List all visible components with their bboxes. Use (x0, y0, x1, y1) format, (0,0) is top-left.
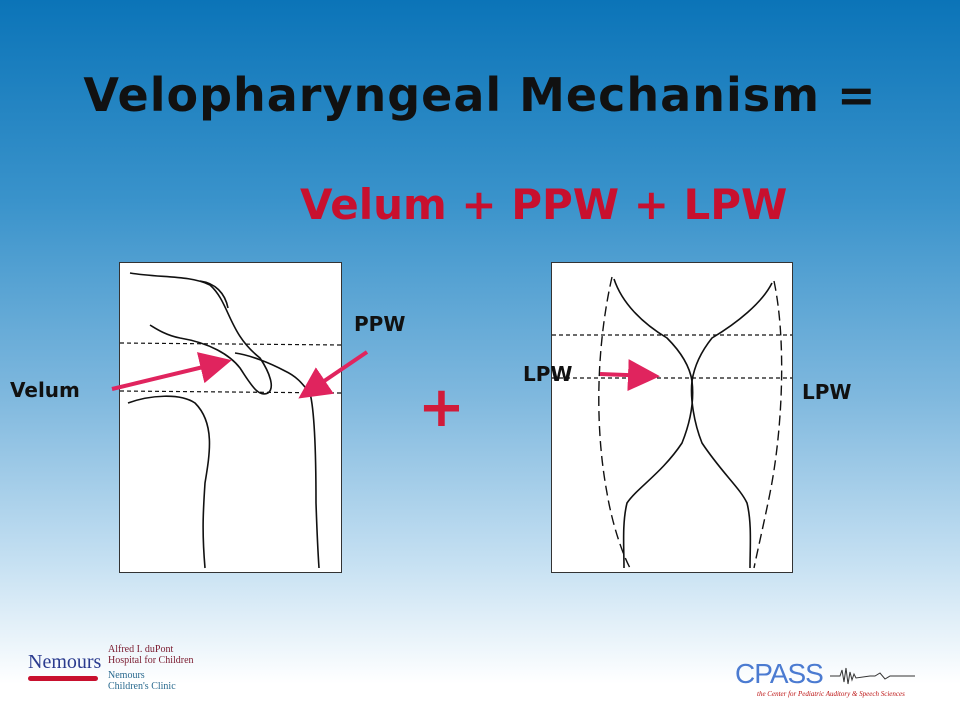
frontal-view-panel (551, 262, 793, 573)
velum-label: Velum (10, 378, 80, 402)
velum-arrow (111, 352, 232, 391)
ppw-arrow (298, 350, 369, 399)
nemours-swoosh-icon (28, 676, 98, 681)
lpw-outer-label: LPW (802, 380, 852, 404)
cpass-wordmark: CPASS (735, 658, 824, 689)
clinic-name: Nemours Children's Clinic (108, 670, 176, 692)
waveform-icon (830, 667, 915, 685)
lpw-inner-label: LPW (523, 362, 573, 386)
nemours-logo: Nemours Alfred I. duPont Hospital for Ch… (28, 636, 208, 696)
cpass-subtitle: the Center for Pediatric Auditory & Spee… (757, 690, 905, 698)
lateral-view-panel (119, 262, 342, 573)
lpw-arrow (599, 359, 660, 392)
cpass-logo: CPASS the Center for Pediatric Auditory … (735, 658, 915, 702)
frontal-view-drawing (552, 276, 792, 569)
plus-sign: + (418, 375, 465, 440)
slide-subtitle: Velum + PPW + LPW (300, 180, 788, 229)
ppw-label: PPW (354, 312, 406, 336)
slide-title: Velopharyngeal Mechanism = (83, 68, 877, 122)
hospital-name: Alfred I. duPont Hospital for Children (108, 644, 194, 666)
nemours-wordmark: Nemours (28, 651, 102, 673)
